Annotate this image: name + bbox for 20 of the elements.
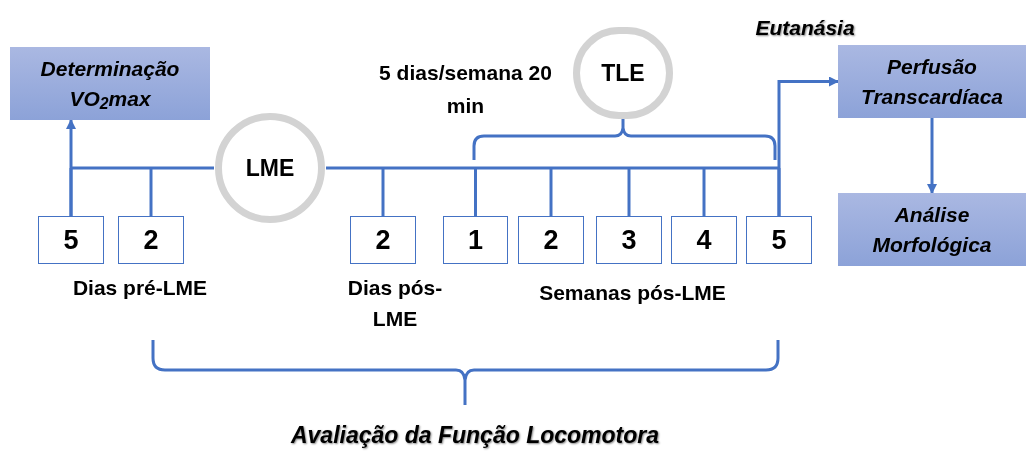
period-label: Dias pré-LME: [71, 275, 209, 301]
period-label: Semanas pós-LME: [538, 280, 727, 306]
number-box: 1: [443, 216, 508, 264]
period-label: Dias pós-LME: [346, 275, 444, 332]
number-box: 2: [518, 216, 584, 264]
assessment-label: Avaliação da Função Locomotora: [289, 421, 661, 450]
number-box: 5: [38, 216, 104, 264]
number-box: 5: [746, 216, 812, 264]
number-box: 3: [596, 216, 662, 264]
arrow: [927, 118, 937, 194]
arrow: [777, 76, 839, 216]
number-box: 2: [118, 216, 184, 264]
number-box: 2: [350, 216, 416, 264]
number-box: 4: [671, 216, 737, 264]
process-box: Análise Morfológica: [838, 193, 1026, 266]
schedule-label: 5 dias/semana 20 min: [378, 60, 553, 119]
annotation-label: Eutanásia: [754, 15, 856, 41]
process-box: Determinação VO$_{2}$max: [10, 47, 210, 120]
process-box: Perfusão Transcardíaca: [838, 45, 1026, 118]
arrow: [66, 119, 76, 216]
